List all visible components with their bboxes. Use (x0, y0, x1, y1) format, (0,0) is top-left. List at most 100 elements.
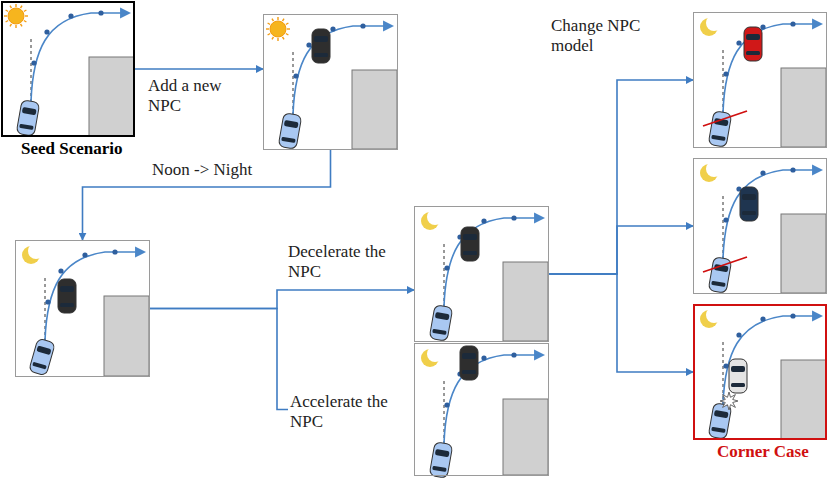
scene (700, 307, 826, 439)
car-body (740, 187, 758, 221)
operation-label: Noon -> Night (150, 160, 254, 180)
car-rear-window (462, 370, 476, 374)
sun-ray (15, 25, 16, 28)
sun-ray (6, 21, 9, 23)
waypoint (723, 71, 728, 76)
car-windshield (36, 345, 51, 355)
car-windshield (435, 449, 450, 457)
sun-ray (21, 6, 23, 9)
ego-car (708, 257, 732, 294)
car-rear-window (60, 303, 74, 307)
scene (4, 4, 134, 136)
flow-arrow (549, 226, 693, 274)
waypoint (58, 268, 63, 273)
waypoint (293, 73, 298, 78)
building (781, 360, 826, 439)
cut-line (703, 257, 747, 272)
car-rear-window (314, 53, 328, 57)
scenario-panel (414, 206, 549, 342)
building (781, 214, 826, 293)
npc-car (740, 187, 758, 221)
waypoint (790, 167, 795, 172)
car-windshield (714, 410, 729, 418)
scenario-panel: Corner Case (693, 304, 827, 440)
operation-label: Change NPC model (549, 16, 667, 56)
flow-arrow (135, 68, 263, 70)
waypoint (306, 42, 311, 47)
sun-ray (24, 10, 27, 12)
waypoint (82, 252, 87, 257)
sun-ray (283, 37, 285, 40)
flow-arrow (150, 290, 414, 309)
waypoint (760, 316, 765, 321)
building (781, 68, 826, 147)
sun (8, 8, 24, 24)
scenario-heading: Seed Scenario (21, 139, 123, 159)
npc-car (460, 346, 478, 380)
scene (421, 209, 548, 341)
sun (270, 21, 286, 37)
car-windshield (435, 312, 450, 320)
npc-car (58, 279, 76, 313)
car-windshield (60, 286, 74, 292)
car-body (429, 305, 453, 342)
trajectory (723, 170, 821, 258)
npc-car (729, 359, 747, 393)
ego-car (29, 338, 56, 376)
trajectory (444, 355, 543, 443)
waypoint (44, 29, 49, 34)
sun-ray (25, 15, 28, 16)
car-body (729, 359, 747, 393)
car-windshield (314, 36, 328, 42)
sun-ray (272, 19, 274, 22)
car-rear-window (19, 124, 33, 130)
sun-ray (286, 23, 289, 25)
sun-ray (4, 15, 7, 16)
sun-ray (268, 34, 271, 36)
sun-ray (277, 17, 278, 20)
sun-ray (10, 6, 12, 9)
ego-car (16, 100, 40, 137)
car-windshield (746, 34, 760, 40)
car-windshield (284, 120, 299, 128)
operation-label: Decelerate the NPC (286, 242, 412, 282)
sun-ray (24, 21, 27, 23)
waypoint (481, 355, 486, 360)
car-body (16, 100, 40, 137)
waypoint (790, 313, 795, 318)
car-rear-window (32, 362, 47, 370)
collision-mark (720, 392, 738, 410)
cut-line (703, 111, 747, 126)
scenario-panel (693, 12, 827, 148)
scene (700, 15, 826, 147)
sun-ray (266, 28, 269, 29)
waypoint (760, 170, 765, 175)
sun-ray (283, 19, 285, 22)
trajectory (723, 316, 821, 404)
car-rear-window (746, 51, 760, 55)
car-body (708, 111, 732, 148)
scenario-panel (693, 158, 827, 294)
scene (700, 161, 826, 293)
sun-ray (286, 34, 289, 36)
sun-ray (268, 23, 271, 25)
waypoint (723, 363, 728, 368)
car-body (29, 338, 56, 376)
car-body (461, 227, 479, 261)
moon-shadow (706, 307, 722, 323)
waypoint (444, 265, 449, 270)
scene (421, 346, 548, 478)
moon-shadow (28, 243, 44, 259)
scenario-panel: Seed Scenario (1, 1, 135, 137)
moon-shadow (706, 161, 722, 177)
waypoint (330, 26, 335, 31)
waypoint (511, 352, 516, 357)
npc-car (461, 227, 479, 261)
waypoint (68, 13, 73, 18)
ego-car (429, 442, 453, 479)
waypoint (444, 402, 449, 407)
car-windshield (742, 194, 756, 200)
car-rear-window (432, 466, 446, 472)
waypoint (45, 299, 50, 304)
sun-ray (287, 28, 290, 29)
